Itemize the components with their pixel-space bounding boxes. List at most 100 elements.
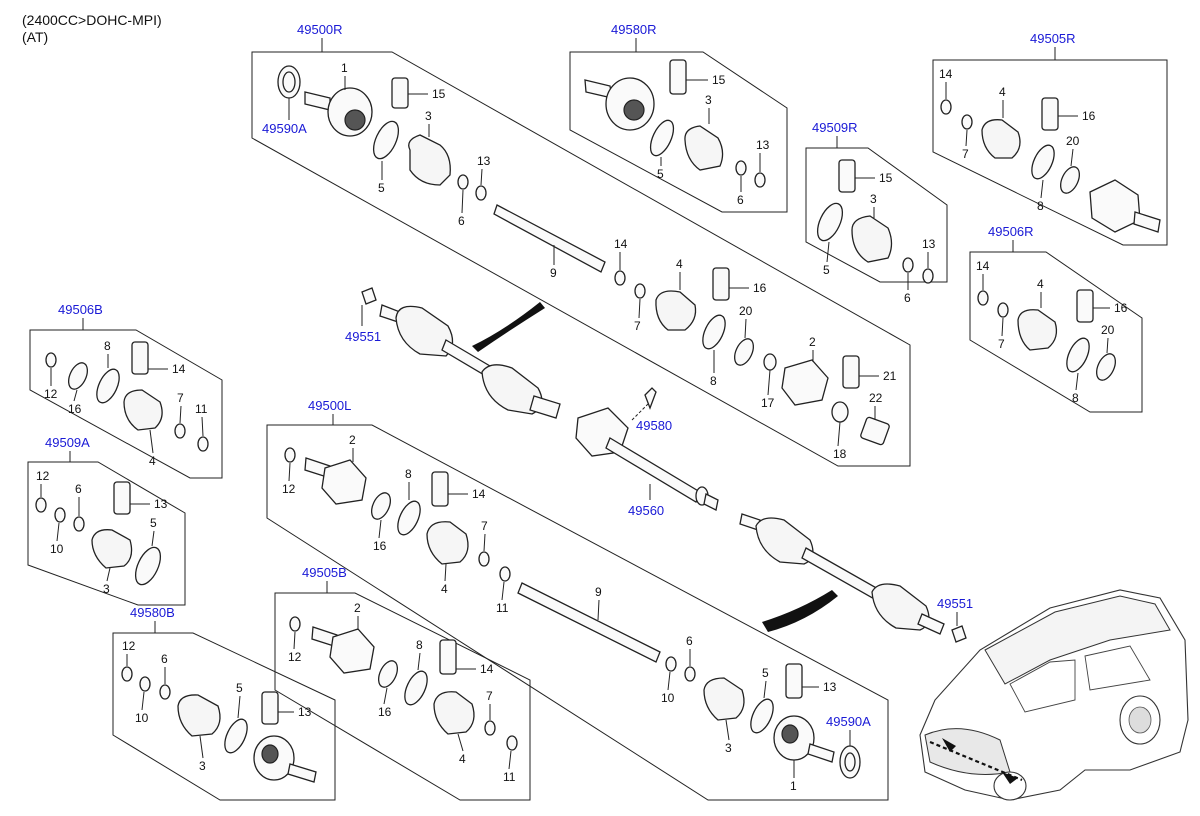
grease-tube-part [785,663,803,699]
ref-49505B[interactable]: 49505B [302,565,347,580]
num-5: 5 [823,263,830,277]
num-20: 20 [1066,134,1080,148]
frame-49580R [569,51,788,213]
num-15: 15 [879,171,893,185]
boot-part [123,389,163,431]
leader [461,189,464,214]
grease-tube-part [1076,289,1094,323]
clamp-ring-part [377,660,399,688]
clamp-ring-part [1059,166,1081,194]
circlip-part [289,616,301,632]
ref-49580B[interactable]: 49580B [130,605,175,620]
ref-49506B[interactable]: 49506B [58,302,103,317]
clamp-ring-part [372,120,400,160]
clamp-ring-part [96,368,120,404]
ref-49506R[interactable]: 49506R [988,224,1034,239]
clamp-ring-part [816,202,844,242]
band-part [684,666,696,682]
num-8: 8 [710,374,717,388]
boot-part [655,290,697,331]
clamp-ring-part [702,314,726,350]
num-7: 7 [998,337,1005,351]
leader [767,369,771,396]
leader [1106,337,1109,354]
circlip-part [506,735,518,751]
ref-49590A-top[interactable]: 49590A [262,121,307,136]
num-22: 22 [869,391,883,405]
frame-49506B [29,329,223,479]
grease-tube-part [431,471,449,507]
leader [237,695,241,719]
boot-part [1017,309,1058,351]
num-16: 16 [373,539,387,553]
boot-part [684,125,724,171]
frame-49580B [112,632,336,801]
num-7: 7 [486,689,493,703]
joint-bore [261,744,279,764]
num-11: 11 [195,402,208,416]
joint-bore [623,99,645,121]
leader [106,567,111,582]
grease-tube-part [1041,97,1059,131]
ref-49509A[interactable]: 49509A [45,435,90,450]
bushing-part [860,416,890,446]
ref-49560[interactable]: 49560 [628,503,664,518]
num-10: 10 [50,542,64,556]
num-5: 5 [762,666,769,680]
ref-49551-bottom[interactable]: 49551 [937,596,973,611]
num-6: 6 [904,291,911,305]
circlip-part [922,268,934,284]
num-2: 2 [354,601,361,615]
boot-part [177,694,221,737]
num-7: 7 [962,147,969,161]
num-9: 9 [595,585,602,599]
num-3: 3 [199,759,206,773]
shaft-part [517,582,661,663]
inner-joint-part [781,359,829,406]
leader [199,735,204,759]
boot-part [981,119,1021,159]
leader [826,241,830,263]
num-2: 2 [349,433,356,447]
leader [597,599,600,621]
grease-tube-part [391,77,409,109]
band-part [902,257,914,273]
joint-stem-part [287,763,317,783]
frame-49500L [266,424,889,801]
num-4: 4 [999,85,1006,99]
shaft-stub [529,395,561,419]
circlip-part [475,185,487,201]
num-7: 7 [634,319,641,333]
ref-49500R[interactable]: 49500R [297,22,343,37]
frame-49509A [27,461,186,606]
inner-joint-part [1089,179,1141,233]
grease-tube-part [439,639,457,675]
ref-49580R[interactable]: 49580R [611,22,657,37]
clamp-ring-part [134,546,162,586]
lead-arrow-bottom [762,590,838,632]
circlip-part [284,447,296,463]
num-16: 16 [378,705,392,719]
ref-49505R[interactable]: 49505R [1030,31,1076,46]
band-part [73,516,85,532]
circlip-part [665,656,677,672]
ref-49500L[interactable]: 49500L [308,398,351,413]
grease-tube-part [842,355,860,389]
circlip-part [499,566,511,582]
ref-49580[interactable]: 49580 [636,418,672,433]
clamp-ring-part [404,670,428,706]
circlip-part [35,497,47,513]
ref-49509R[interactable]: 49509R [812,120,858,135]
ref-49551-top[interactable]: 49551 [345,329,381,344]
num-21: 21 [883,369,897,383]
num-8: 8 [1037,199,1044,213]
num-12: 12 [36,469,50,483]
vehicle-locator-illustration [919,589,1189,801]
boot-part [426,521,469,565]
lead-arrow-top [472,302,545,352]
ref-49590A-bottom[interactable]: 49590A [826,714,871,729]
num-13: 13 [756,138,770,152]
num-8: 8 [405,467,412,481]
leader [1001,317,1004,337]
clamp-ring-part [397,500,421,536]
